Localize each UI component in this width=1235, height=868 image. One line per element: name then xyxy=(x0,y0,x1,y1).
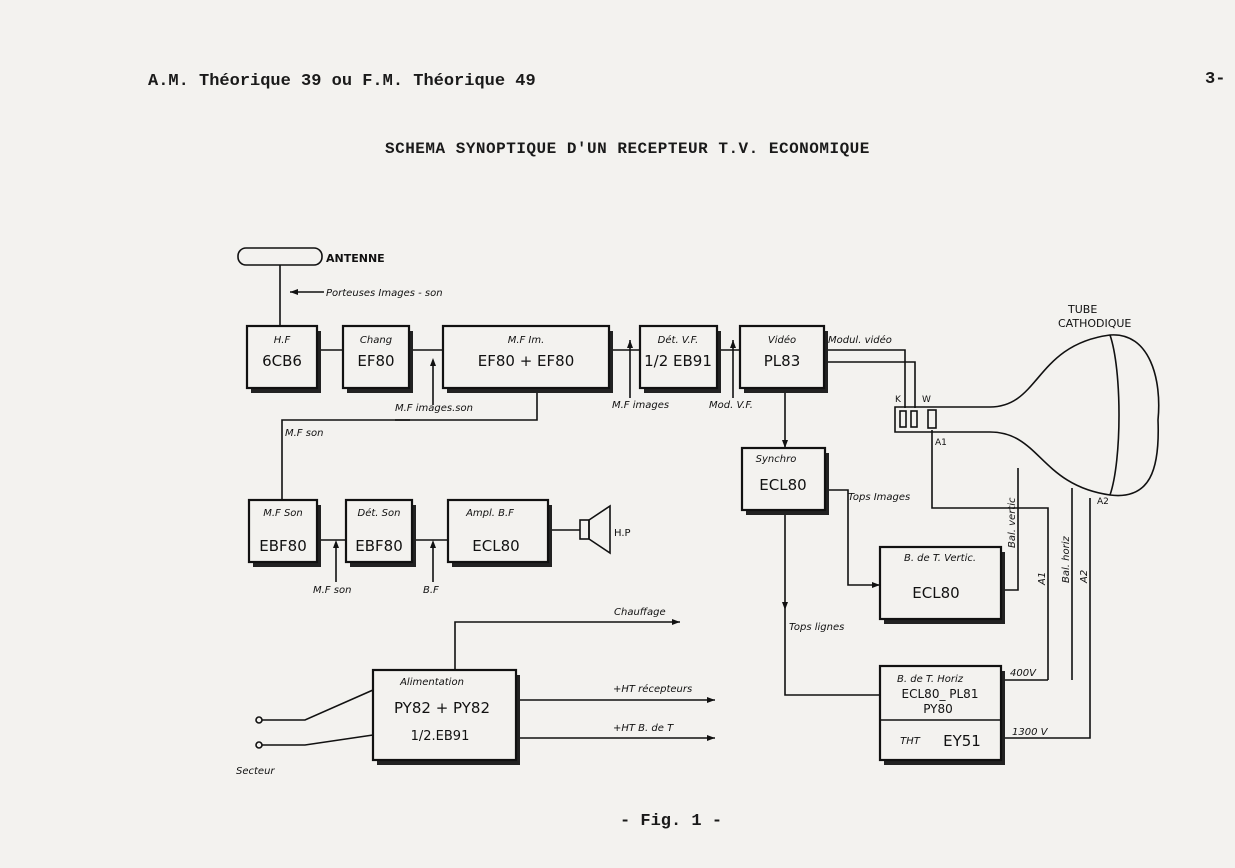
block-tube: EBF80 xyxy=(355,537,402,555)
block-bdt-horizontal: B. de T. Horiz ECL80_ PL81 PY80 THT EY51 xyxy=(878,664,1005,765)
block-tube: EF80 + EF80 xyxy=(478,352,575,370)
tht-label: THT xyxy=(900,736,921,747)
speaker-icon xyxy=(579,504,611,555)
block-tube: 1/2 EB91 xyxy=(644,352,712,370)
block-title: Synchro xyxy=(756,454,797,465)
block-hf: H.F 6CB6 xyxy=(245,324,321,393)
secteur-label: Secteur xyxy=(236,766,275,777)
a1-label: A1 xyxy=(935,438,947,448)
v1300-label: 1300 V xyxy=(1012,727,1049,738)
block-det-vf: Dét. V.F. 1/2 EB91 xyxy=(638,324,721,393)
figure-caption: - Fig. 1 - xyxy=(620,812,723,831)
v400-label: 400V xyxy=(1010,668,1037,679)
a2-label: A2 xyxy=(1097,497,1109,507)
page-number: 3- xyxy=(1205,70,1226,89)
block-title: Chang xyxy=(360,335,392,346)
tops-lignes-label: Tops lignes xyxy=(789,622,844,633)
block-title: M.F Son xyxy=(263,508,303,519)
ht-recepteurs-label: +HT récepteurs xyxy=(613,683,692,695)
block-synchro: Synchro ECL80 xyxy=(740,446,829,515)
block-title: B. de T. Vertic. xyxy=(904,553,976,564)
antenne-label: ANTENNE xyxy=(326,252,385,265)
block-title: Alimentation xyxy=(399,677,464,688)
block-title: Dét. V.F. xyxy=(658,334,699,346)
diagram-title: SCHEMA SYNOPTIQUE D'UN RECEPTEUR T.V. EC… xyxy=(385,140,870,158)
block-tube-2: PY80 xyxy=(923,702,953,716)
block-title: M.F Im. xyxy=(508,335,545,346)
bal-horiz-label: Bal. horiz xyxy=(1061,536,1072,583)
mod-vf-label: Mod. V.F. xyxy=(709,400,753,411)
mf-images-label: M.F images xyxy=(612,400,669,411)
block-title: Vidéo xyxy=(768,334,796,346)
hp-label: H.P xyxy=(614,528,631,539)
block-tube: 6CB6 xyxy=(262,352,302,370)
cathodique-label: CATHODIQUE xyxy=(1058,317,1131,330)
porteuses-label: Porteuses Images - son xyxy=(326,288,443,299)
block-title: Ampl. B.F xyxy=(465,508,514,519)
mf-son-bottom-label: M.F son xyxy=(313,585,351,596)
signal-lines xyxy=(255,340,1091,749)
block-tube-1: PY82 + PY82 xyxy=(394,699,490,717)
block-title: H.F xyxy=(274,335,291,346)
block-tube: ECL80 xyxy=(759,476,806,494)
a2-line-label: A2 xyxy=(1079,570,1090,584)
block-tube: ECL80 xyxy=(472,537,519,555)
tops-images-label: Tops Images xyxy=(848,492,910,503)
bal-vertic-label: Bal. vertic xyxy=(1007,497,1018,548)
block-tube: ECL80 xyxy=(912,584,959,602)
block-tube: EF80 xyxy=(357,352,394,370)
block-video: Vidéo PL83 xyxy=(738,324,828,393)
block-title: B. de T. Horiz xyxy=(897,674,964,685)
block-tube-2: 1/2.EB91 xyxy=(411,729,470,744)
block-det-son: Dét. Son EBF80 xyxy=(344,498,416,567)
block-mf-image: M.F Im. EF80 + EF80 xyxy=(441,324,613,393)
page-header: A.M. Théorique 39 ou F.M. Théorique 49 xyxy=(148,72,536,91)
tht-tube: EY51 xyxy=(943,732,981,750)
block-bdt-vertical: B. de T. Vertic. ECL80 xyxy=(878,545,1005,624)
block-alimentation: Alimentation PY82 + PY82 1/2.EB91 xyxy=(371,668,520,765)
block-title: Dét. Son xyxy=(358,507,401,519)
a1-line-label: A1 xyxy=(1037,572,1048,586)
block-chang: Chang EF80 xyxy=(341,324,413,393)
crt-tube-icon xyxy=(894,334,1160,497)
block-ampl-bf: Ampl. B.F ECL80 xyxy=(446,498,552,567)
w-label: W xyxy=(922,395,931,405)
chauffage-label: Chauffage xyxy=(614,607,666,618)
block-tube-1: ECL80_ PL81 xyxy=(902,687,979,701)
block-mf-son: M.F Son EBF80 xyxy=(247,498,321,567)
tube-label: TUBE xyxy=(1067,303,1097,316)
bf-label: B.F xyxy=(423,585,439,596)
block-tube: EBF80 xyxy=(259,537,306,555)
k-label: K xyxy=(895,395,902,405)
ht-bdt-label: +HT B. de T xyxy=(613,723,674,734)
mf-images-son-label: M.F images.son xyxy=(395,403,473,414)
mf-son-top-label: M.F son xyxy=(285,428,323,439)
antenna-icon xyxy=(237,247,323,327)
block-tube: PL83 xyxy=(764,352,801,370)
modul-video-label: Modul. vidéo xyxy=(828,334,892,346)
